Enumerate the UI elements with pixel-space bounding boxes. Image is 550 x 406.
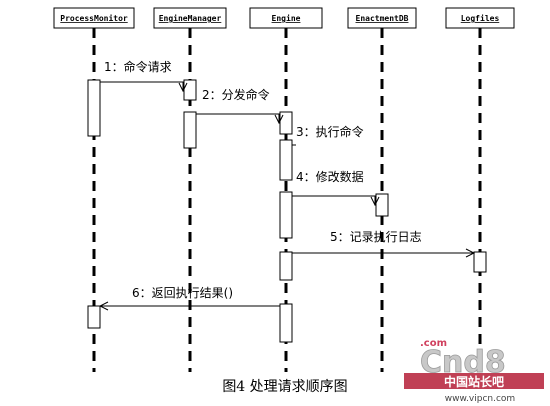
participant-engine: Engine — [249, 7, 323, 29]
participant-enactment-db: EnactmentDB — [347, 7, 417, 29]
message-arrow-2 — [196, 113, 279, 123]
participant-logfiles: Logfiles — [445, 7, 515, 29]
message-arrow-1 — [100, 81, 183, 91]
message-label-6: 6：返回执行结果() — [132, 286, 233, 300]
watermark-logo: .com Cnd8 中国站长吧 www.vipcn.com — [404, 338, 544, 404]
participant-label: ProcessMonitor — [60, 13, 128, 23]
participant-label: EngineManager — [159, 13, 222, 23]
activation-bar — [279, 251, 293, 281]
activation-bar — [473, 251, 487, 273]
participant-label: Engine — [272, 13, 301, 23]
figure-caption: 图4 处理请求顺序图 — [222, 379, 347, 395]
activation-bar — [279, 139, 293, 181]
activation-bar — [183, 111, 197, 149]
message-label-2: 2：分发命令 — [202, 87, 270, 102]
message-label-5: 5：记录执行日志 — [330, 230, 422, 244]
activation-bar — [183, 79, 197, 101]
message-arrow-3-self — [291, 140, 296, 146]
activation-bar — [375, 193, 389, 217]
watermark-cn-text: 中国站长吧 — [444, 374, 504, 389]
activation-bar — [87, 79, 101, 137]
watermark-com: .com — [420, 338, 447, 349]
watermark-banner — [404, 373, 544, 389]
participant-engine-manager: EngineManager — [153, 7, 227, 29]
watermark-url: www.vipcn.com — [445, 394, 515, 404]
message-arrow-4 — [292, 195, 375, 205]
message-label-1: 1：命令请求 — [104, 59, 172, 74]
activation-bar — [279, 303, 293, 343]
activation-bar — [87, 305, 101, 329]
activation-bar — [279, 191, 293, 239]
participant-process-monitor: ProcessMonitor — [53, 7, 135, 29]
participant-label: Logfiles — [461, 13, 500, 23]
message-label-3: 3：执行命令 — [296, 124, 364, 139]
activation-bar — [279, 111, 293, 135]
message-label-4: 4：修改数据 — [296, 169, 364, 184]
participant-label: EnactmentDB — [356, 14, 409, 23]
